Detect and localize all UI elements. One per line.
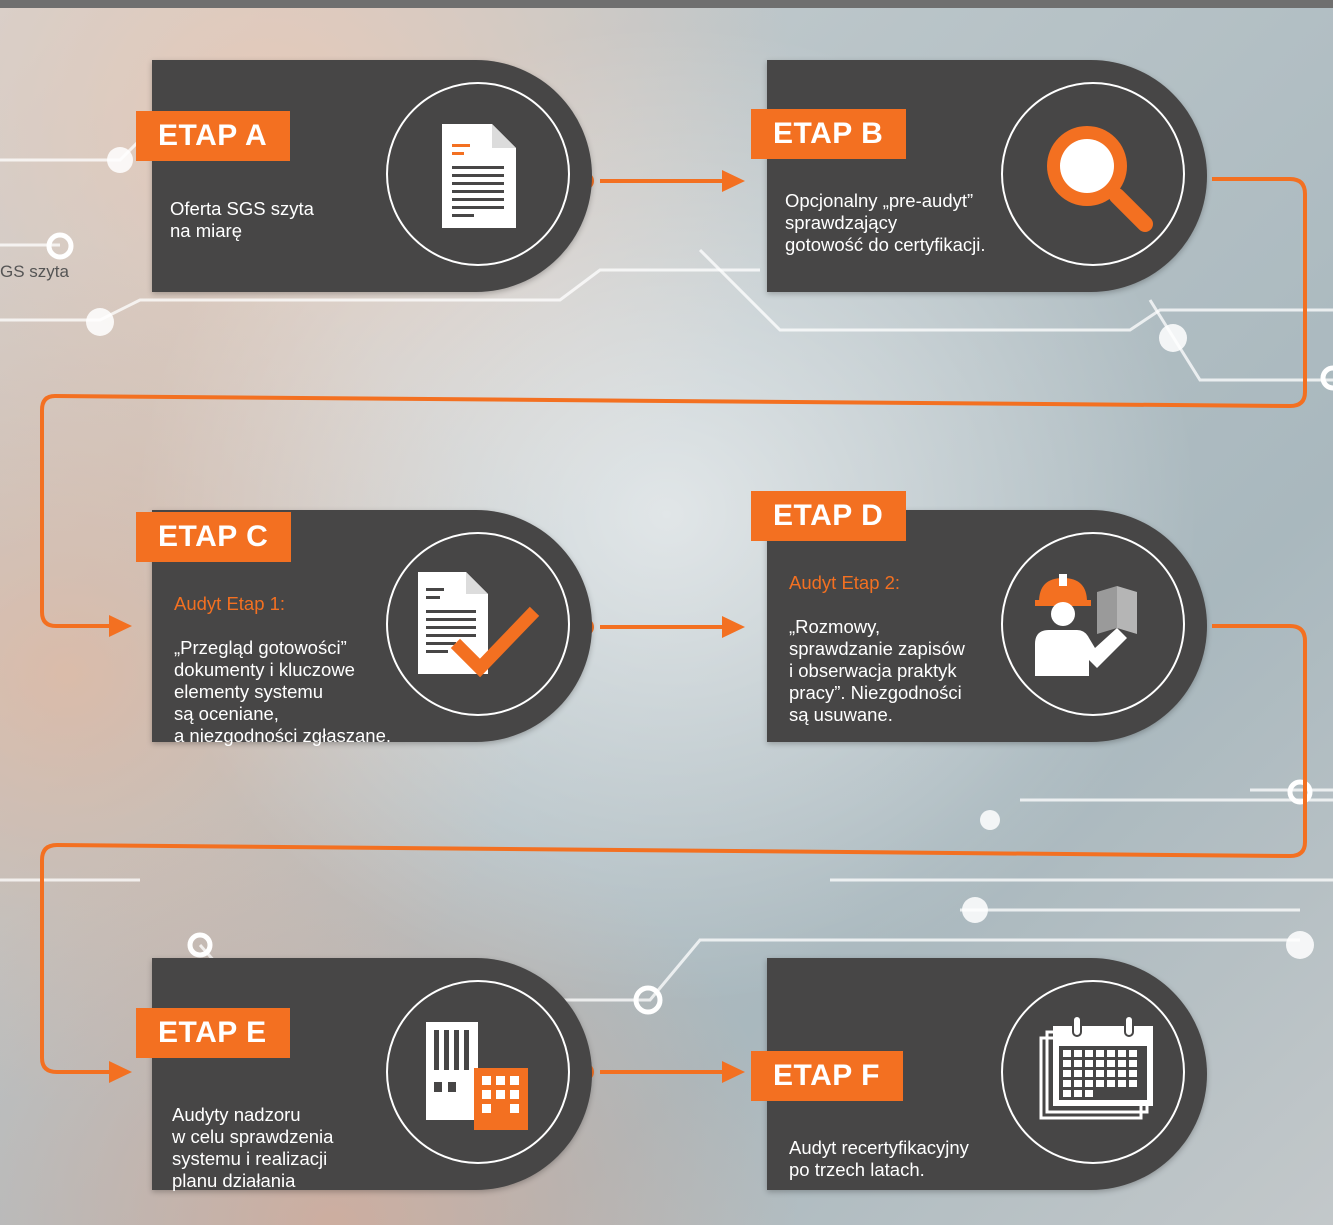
stage-label-c: ETAP C: [136, 512, 292, 562]
background-text-fragment: GS szyta: [0, 262, 69, 281]
worker-icon: [1035, 574, 1137, 676]
stage-card-b: ETAP B Opcjonalny „pre-audyt” sprawdzają…: [751, 60, 1207, 292]
top-bar: [0, 0, 1333, 8]
stage-icon-circle-d: [1001, 532, 1185, 716]
document-check-icon: [418, 572, 540, 678]
stage-icon-circle-f: [1001, 980, 1185, 1164]
stage-card-f: ETAP F Audyt recertyfikacyjny po trzech …: [751, 958, 1207, 1190]
stage-text-f: Audyt recertyfikacyjny po trzech latach.: [789, 1137, 969, 1180]
stage-description-c: Audyt Etap 1: „Przegląd gotowości” dokum…: [174, 571, 464, 747]
stage-subtitle-c: Audyt Etap 1:: [174, 593, 286, 614]
stage-text-e: Audyty nadzoru w celu sprawdzenia system…: [172, 1104, 334, 1191]
stage-description-e: Audyty nadzoru w celu sprawdzenia system…: [172, 1082, 382, 1192]
stage-description-d: Audyt Etap 2: „Rozmowy, sprawdzanie zapi…: [789, 550, 1029, 726]
stage-icon-circle-e: [386, 980, 570, 1164]
stage-label-d: ETAP D: [751, 491, 907, 541]
stage-card-e: ETAP E Audyty nadzoru w celu sprawdzenia…: [136, 958, 592, 1192]
stage-description-a: Oferta SGS szyta na miarę: [170, 176, 380, 242]
magnifier-icon: [1047, 126, 1153, 232]
stage-description-b: Opcjonalny „pre-audyt” sprawdzający goto…: [785, 168, 1075, 256]
stage-icon-circle-c: [386, 532, 570, 716]
calendar-icon: [1039, 1015, 1153, 1120]
stage-label-b: ETAP B: [751, 109, 907, 159]
stage-icon-circle-a: [386, 82, 570, 266]
stage-icon-circle-b: [1001, 82, 1185, 266]
stage-label-e: ETAP E: [136, 1008, 290, 1058]
stage-card-c: ETAP C Audyt Etap 1: „Przegląd gotowości…: [136, 510, 592, 746]
stage-text-a: Oferta SGS szyta na miarę: [170, 198, 314, 241]
stage-card-d: ETAP D Audyt Etap 2: „Rozmowy, sprawdzan…: [751, 491, 1207, 742]
stage-text-d: „Rozmowy, sprawdzanie zapisów i obserwac…: [789, 616, 965, 725]
stage-subtitle-d: Audyt Etap 2:: [789, 572, 901, 593]
stage-label-f: ETAP F: [751, 1051, 903, 1101]
stage-description-f: Audyt recertyfikacyjny po trzech latach.: [789, 1115, 1029, 1181]
buildings-icon: [426, 1022, 528, 1130]
stage-text-c: „Przegląd gotowości” dokumenty i kluczow…: [174, 637, 392, 746]
stage-card-a: ETAP A Oferta SGS szyta na miarę: [136, 60, 592, 292]
stage-label-a: ETAP A: [136, 111, 291, 161]
stage-text-b: Opcjonalny „pre-audyt” sprawdzający goto…: [785, 190, 986, 255]
document-icon: [442, 124, 516, 228]
